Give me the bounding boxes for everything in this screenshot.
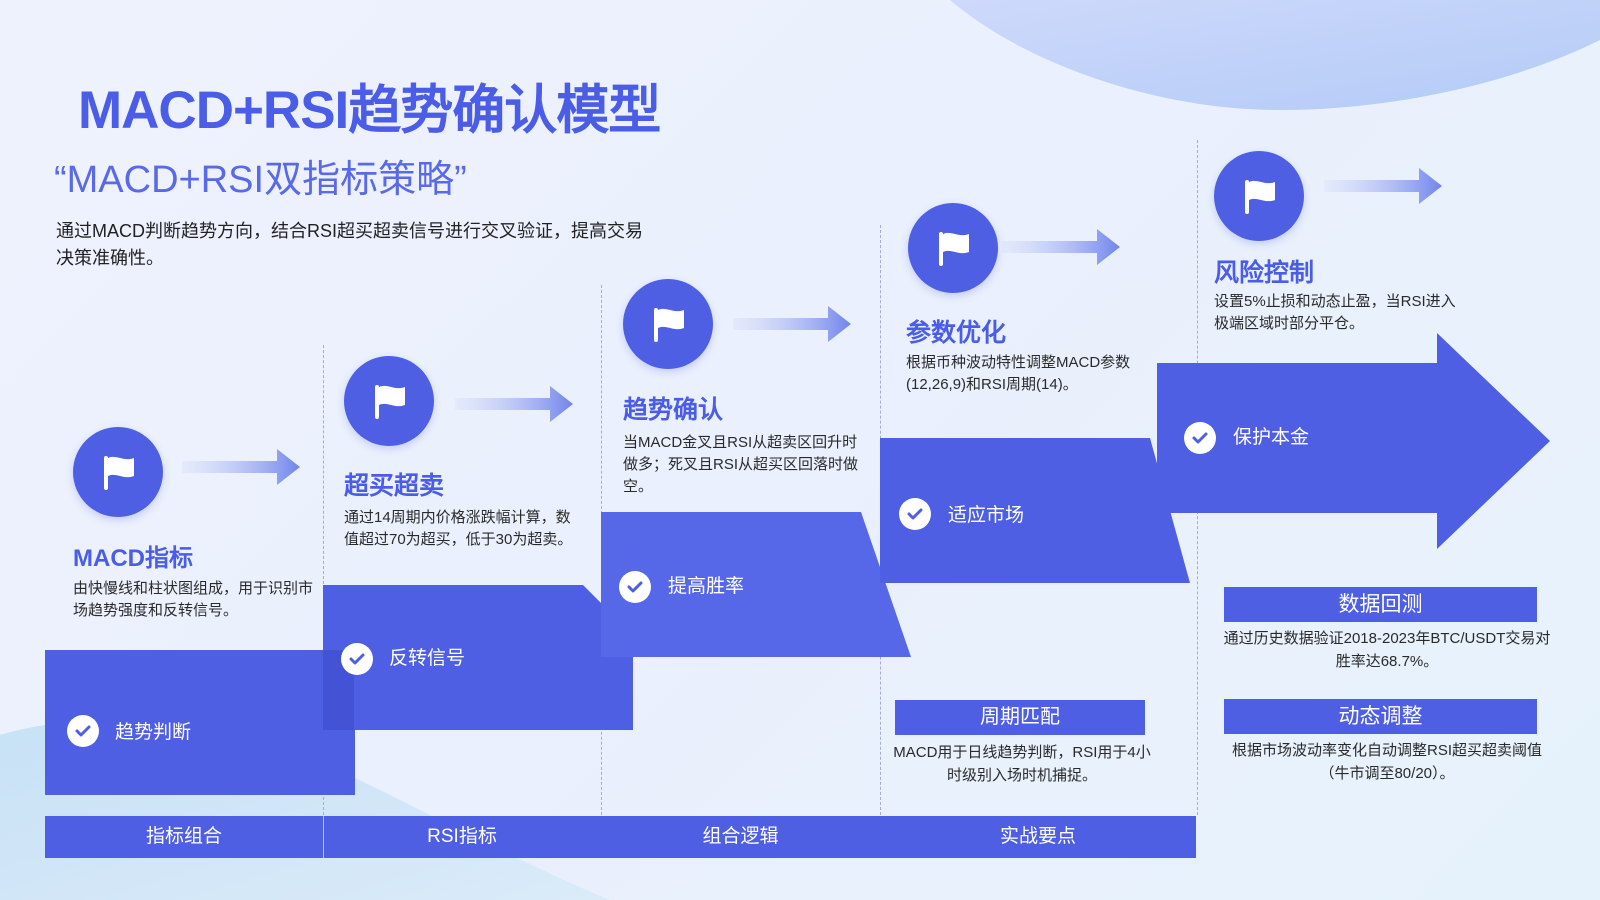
step-label: 反转信号 bbox=[389, 648, 466, 669]
flag-icon bbox=[1214, 151, 1304, 241]
category-label: 指标组合 bbox=[145, 826, 222, 847]
stage-title: MACD指标 bbox=[73, 545, 193, 572]
check-icon bbox=[619, 571, 651, 603]
flag-icon bbox=[908, 203, 998, 293]
category-label: RSI指标 bbox=[427, 826, 497, 847]
check-icon bbox=[341, 643, 373, 675]
stage-title: 参数优化 bbox=[906, 319, 1007, 347]
arrow-right-icon bbox=[733, 306, 851, 342]
side-panel-title: 动态调整 bbox=[1224, 699, 1537, 734]
bottom-category-bar bbox=[45, 816, 1196, 858]
step-block-1 bbox=[45, 650, 355, 795]
step-label: 适应市场 bbox=[948, 505, 1025, 526]
period-box-text: MACD用于日线趋势判断，RSI用于4小时级别入场时机捕捉。 bbox=[893, 744, 1151, 784]
step-block-2 bbox=[323, 585, 633, 730]
step-block-4 bbox=[880, 438, 1190, 583]
category-label: 组合逻辑 bbox=[702, 826, 779, 847]
stage-description: 设置5%止损和动态止盈，当RSI进入极端区域时部分平仓。 bbox=[1214, 293, 1456, 332]
side-panel-text: 通过历史数据验证2018-2023年BTC/USDT交易对胜率达68.7%。 bbox=[1223, 630, 1551, 670]
category-label: 实战要点 bbox=[999, 826, 1076, 847]
arrow-right-icon bbox=[182, 449, 300, 485]
check-icon bbox=[1184, 422, 1216, 454]
flag-icon bbox=[73, 427, 163, 517]
stage-title: 趋势确认 bbox=[623, 396, 724, 424]
step-label: 趋势判断 bbox=[115, 722, 192, 743]
divider bbox=[323, 816, 324, 858]
step-block-3 bbox=[601, 512, 911, 657]
stage-title: 超买超卖 bbox=[344, 472, 445, 500]
step-block-5-arrow bbox=[1157, 333, 1550, 549]
step-label: 提高胜率 bbox=[668, 576, 745, 597]
arrow-right-icon bbox=[1002, 229, 1120, 265]
intro-text: 通过MACD判断趋势方向，结合RSI超买超卖信号进行交叉验证，提高交易决策准确性… bbox=[56, 221, 644, 268]
arrow-right-icon bbox=[1324, 168, 1442, 204]
check-icon bbox=[899, 498, 931, 530]
check-icon bbox=[67, 715, 99, 747]
period-box-title: 周期匹配 bbox=[895, 700, 1145, 735]
page-title: MACD+RSI趋势确认模型 bbox=[78, 81, 661, 140]
stage-title: 风险控制 bbox=[1214, 259, 1315, 287]
page-subtitle: “MACD+RSI双指标策略” bbox=[54, 159, 467, 201]
flag-icon bbox=[344, 356, 434, 446]
stage-description: 当MACD金叉且RSI从超卖区回升时做多；死叉且RSI从超买区回落时做空。 bbox=[623, 434, 859, 495]
stage-description: 由快慢线和柱状图组成，用于识别市场趋势强度和反转信号。 bbox=[73, 580, 314, 619]
step-label: 保护本金 bbox=[1233, 427, 1310, 448]
stage-description: 通过14周期内价格涨跌幅计算，数值超过70为超买，低于30为超卖。 bbox=[344, 509, 573, 548]
arrow-right-icon bbox=[455, 386, 573, 422]
side-panel-text: 根据市场波动率变化自动调整RSI超买超卖阈值（牛市调至80/20）。 bbox=[1231, 742, 1542, 782]
side-panel-title: 数据回测 bbox=[1224, 587, 1537, 622]
stage-description: 根据币种波动特性调整MACD参数(12,26,9)和RSI周期(14)。 bbox=[906, 354, 1131, 393]
flag-icon bbox=[623, 279, 713, 369]
divider bbox=[323, 345, 324, 815]
